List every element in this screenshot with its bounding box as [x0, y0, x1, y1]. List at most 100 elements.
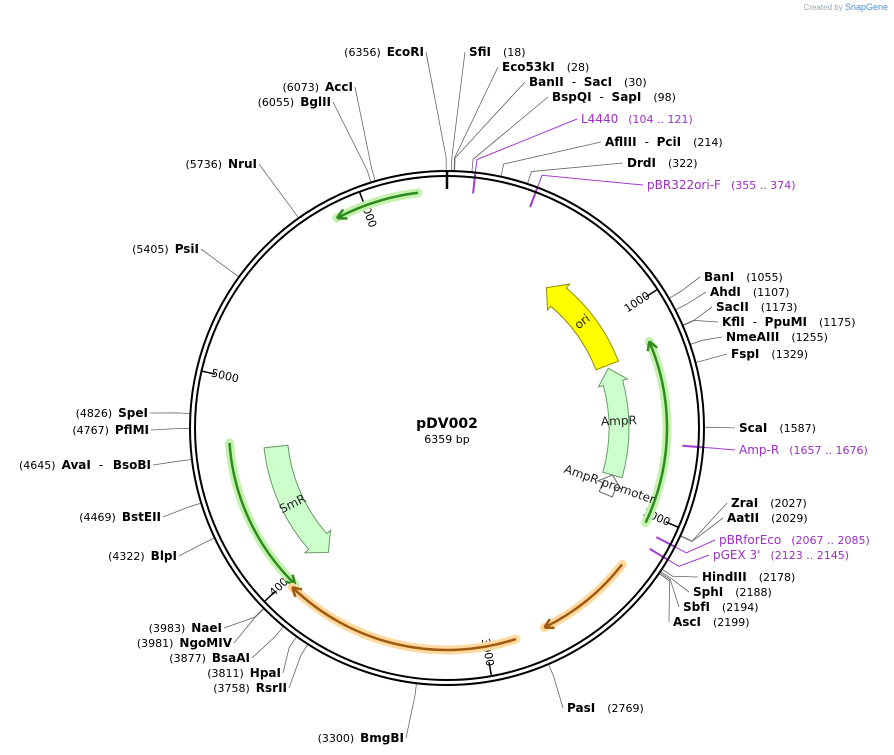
enzyme-position: (2199) [713, 616, 750, 629]
snapgene-logo: SnapGene [844, 2, 888, 12]
enzyme-label: DrdI(322) [627, 156, 698, 170]
enzyme-label: ScaI (1587) [739, 421, 816, 435]
enzyme-name: KflI [722, 315, 745, 329]
enzyme-position: (1329) [771, 348, 808, 361]
primer-name: pBR322ori-F [647, 178, 721, 192]
leader-line [178, 537, 215, 557]
enzyme-label: PflMI(4767) [72, 423, 149, 437]
credit-prefix: Created by [803, 3, 843, 12]
enzyme-position: (5405) [132, 243, 169, 256]
leader-line [680, 517, 724, 543]
enzyme-label: BlpI(4322) [108, 549, 177, 563]
enzyme-name: NruI [228, 157, 257, 171]
enzyme-label: SpeI (4826) [76, 406, 148, 420]
leader-line [682, 320, 719, 326]
plasmid-name: pDV002 [416, 416, 478, 432]
enzyme-position: (1107) [753, 286, 790, 299]
primer-label: pBR322ori-F (355 .. 374) [647, 178, 796, 192]
enzyme-name: NmeAIII [726, 330, 779, 344]
leader-line [658, 573, 670, 623]
primer-mark [529, 187, 539, 208]
enzyme-position: (2194) [722, 601, 759, 614]
enzyme-name: ScaI [739, 421, 767, 435]
primer-label: Amp-R(1657 .. 1676) [739, 443, 868, 457]
leader-line [332, 101, 372, 183]
leader-line [674, 539, 716, 554]
orf-arrowhead [291, 585, 303, 598]
leader-line [282, 636, 298, 674]
tick-3000 [488, 662, 493, 677]
enzyme-position: (1587) [779, 422, 816, 435]
enzyme-position: (2769) [607, 702, 644, 715]
orf-glow [539, 560, 627, 633]
leader-line [149, 412, 191, 414]
enzyme-position: (6356) [344, 46, 381, 59]
enzyme-label: BspQI-SapI(98) [552, 90, 676, 104]
primer-name: pBRforEco [719, 533, 781, 547]
leader-line [659, 572, 680, 608]
enzyme-name: ZraI [731, 496, 758, 510]
enzyme-name: AscI [673, 615, 701, 629]
enzyme-position: (4826) [76, 407, 113, 420]
enzyme-name: SpeI [118, 406, 148, 420]
enzyme-position: (4767) [72, 424, 109, 437]
leader-line [500, 141, 602, 177]
leader-line [223, 607, 265, 629]
enzyme-label: NmeAIII(1255) [726, 330, 828, 344]
enzyme-position: (3877) [169, 652, 206, 665]
leader-line [453, 66, 499, 172]
enzyme-separator: - [753, 315, 757, 329]
enzyme-label: AatII(2029) [727, 511, 808, 525]
credit: Created by SnapGene [804, 2, 888, 12]
leader-line [703, 426, 736, 429]
enzyme-name: BsaAI [212, 651, 250, 665]
enzyme-name: HindIII [702, 570, 747, 584]
feature-label: AmpR [601, 413, 637, 428]
leader-line [162, 502, 202, 518]
enzyme-name: AccI [325, 80, 353, 94]
primer-name: L4440 [581, 112, 618, 126]
primer-label: pGEX 3'(2123 .. 2145) [713, 548, 849, 562]
enzyme-name-alt: BsoBI [113, 458, 151, 472]
tick-label-1000: 1000 [622, 289, 653, 315]
enzyme-position: (2178) [759, 571, 796, 584]
enzyme-label: NaeI(3983) [149, 621, 222, 635]
enzyme-label: BglII(6055) [258, 95, 331, 109]
enzyme-name: BstEII [122, 510, 161, 524]
leader-line [200, 248, 240, 278]
primer-range: (355 .. 374) [731, 179, 796, 192]
enzyme-label: AflIII-PciI(214) [605, 135, 723, 149]
orf-arc [644, 340, 669, 524]
enzyme-label: FspI (1329) [731, 347, 808, 361]
orf-arc [336, 191, 419, 220]
leader-line [354, 86, 376, 182]
enzyme-name: NgoMIV [179, 636, 232, 650]
leader-line [668, 276, 701, 299]
enzyme-position: (2027) [770, 497, 807, 510]
enzyme-position: (3300) [318, 732, 355, 745]
enzyme-label: AhdI(1107) [710, 285, 789, 299]
primer-range: (104 .. 121) [628, 113, 693, 126]
enzyme-label: SfiI(18) [469, 45, 526, 59]
orf-arc [291, 586, 517, 652]
enzyme-label: BmgBI (3300) [318, 731, 404, 745]
enzyme-name: FspI [731, 347, 759, 361]
leader-line [667, 554, 710, 567]
leader-line [150, 428, 191, 431]
enzyme-position: (1173) [761, 301, 798, 314]
leader-line [454, 81, 526, 172]
enzyme-name-alt: SacI [584, 75, 612, 89]
leader-line [661, 568, 699, 578]
enzyme-label: ZraI (2027) [731, 496, 807, 510]
enzyme-label: EcoRI(6356) [344, 45, 424, 59]
enzyme-name: SacII [716, 300, 749, 314]
enzyme-label: PsiI(5405) [132, 242, 199, 256]
feature-smr [263, 444, 332, 554]
enzyme-name: BmgBI [360, 731, 404, 745]
enzyme-name: AvaI [62, 458, 91, 472]
feature-ampr [597, 367, 630, 479]
enzyme-separator: - [572, 75, 576, 89]
enzyme-label: BanI(1055) [704, 270, 783, 284]
leader-line [251, 626, 284, 659]
